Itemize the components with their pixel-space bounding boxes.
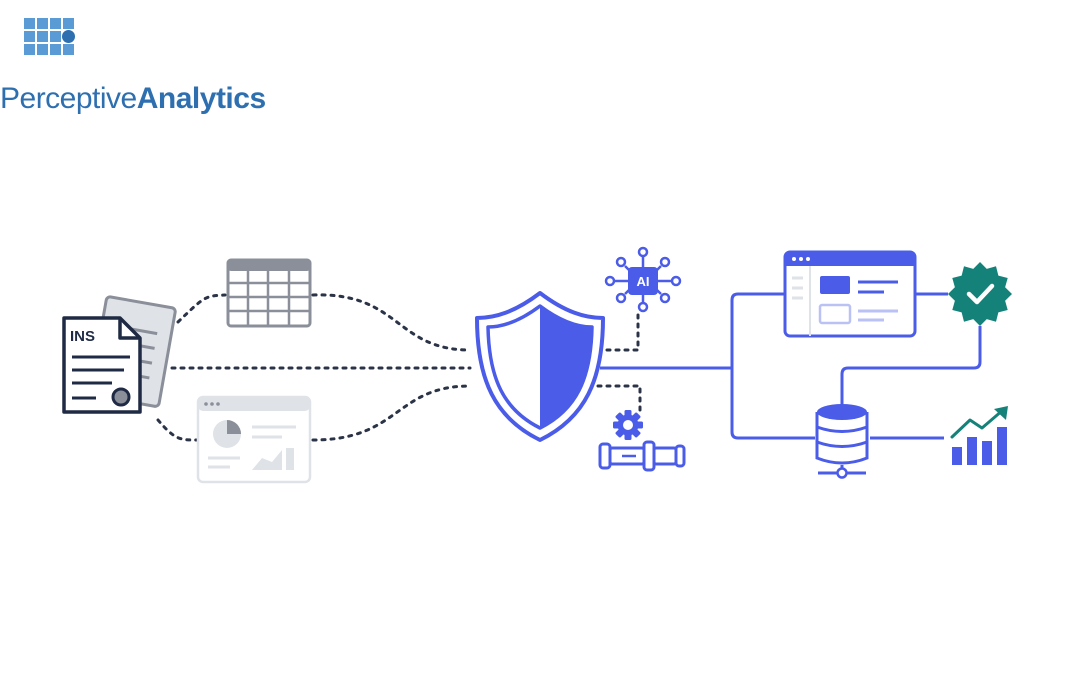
logo-dot [62,30,75,43]
connector-shield-to-pipe [596,384,642,412]
logo-block [24,44,35,55]
document-seal-icon [111,387,131,407]
insurance-documents-icon: INS [62,295,177,414]
spreadsheet-icon [226,258,312,328]
logo-block [50,18,61,29]
connector-dashboard-to-shield [311,384,472,442]
connector-hub-to-window [730,292,784,368]
dashboard-window-icon [196,395,312,484]
logo-word-analytics: Analytics [136,82,266,115]
pipe-icon [598,440,686,472]
connector-badge-to-database [840,326,982,405]
application-window-icon [783,250,917,338]
logo-block [24,31,35,42]
pipeline-gear-icon [598,410,686,472]
verified-badge-icon [948,262,1012,326]
logo-block [37,18,48,29]
logo-block [63,44,74,55]
logo-block [63,18,74,29]
database-server-icon [815,404,869,479]
logo-block [50,44,61,55]
dotted-connectors [156,293,642,442]
solid-connectors [600,292,982,440]
ai-chip-label: AI [637,274,650,289]
arrow-up-icon [994,406,1008,420]
logo-block [37,31,48,42]
logo-block [50,31,61,42]
logo-wordmark: PerceptiveAnalytics [0,84,266,114]
checkmark-icon [966,283,995,305]
growth-chart-icon [950,406,1008,465]
security-shield-icon [475,291,605,442]
connector-shield-to-ai [596,310,640,352]
logo-block [24,18,35,29]
document-badge: INS [70,328,95,345]
connector-table-to-shield [311,293,472,352]
gear-icon [613,410,643,440]
connector-hub-to-database [730,368,815,440]
pie-chart-icon [213,420,241,448]
ai-chip-icon: AI [604,246,682,313]
connector-doc-to-dashboard [156,418,200,442]
logo-block [37,44,48,55]
perceptive-analytics-logo: PerceptiveAnalytics [0,14,266,114]
connector-doc-to-table [176,293,227,324]
logo-word-perceptive: Perceptive [0,82,137,115]
logo-grid-icon [24,18,75,55]
